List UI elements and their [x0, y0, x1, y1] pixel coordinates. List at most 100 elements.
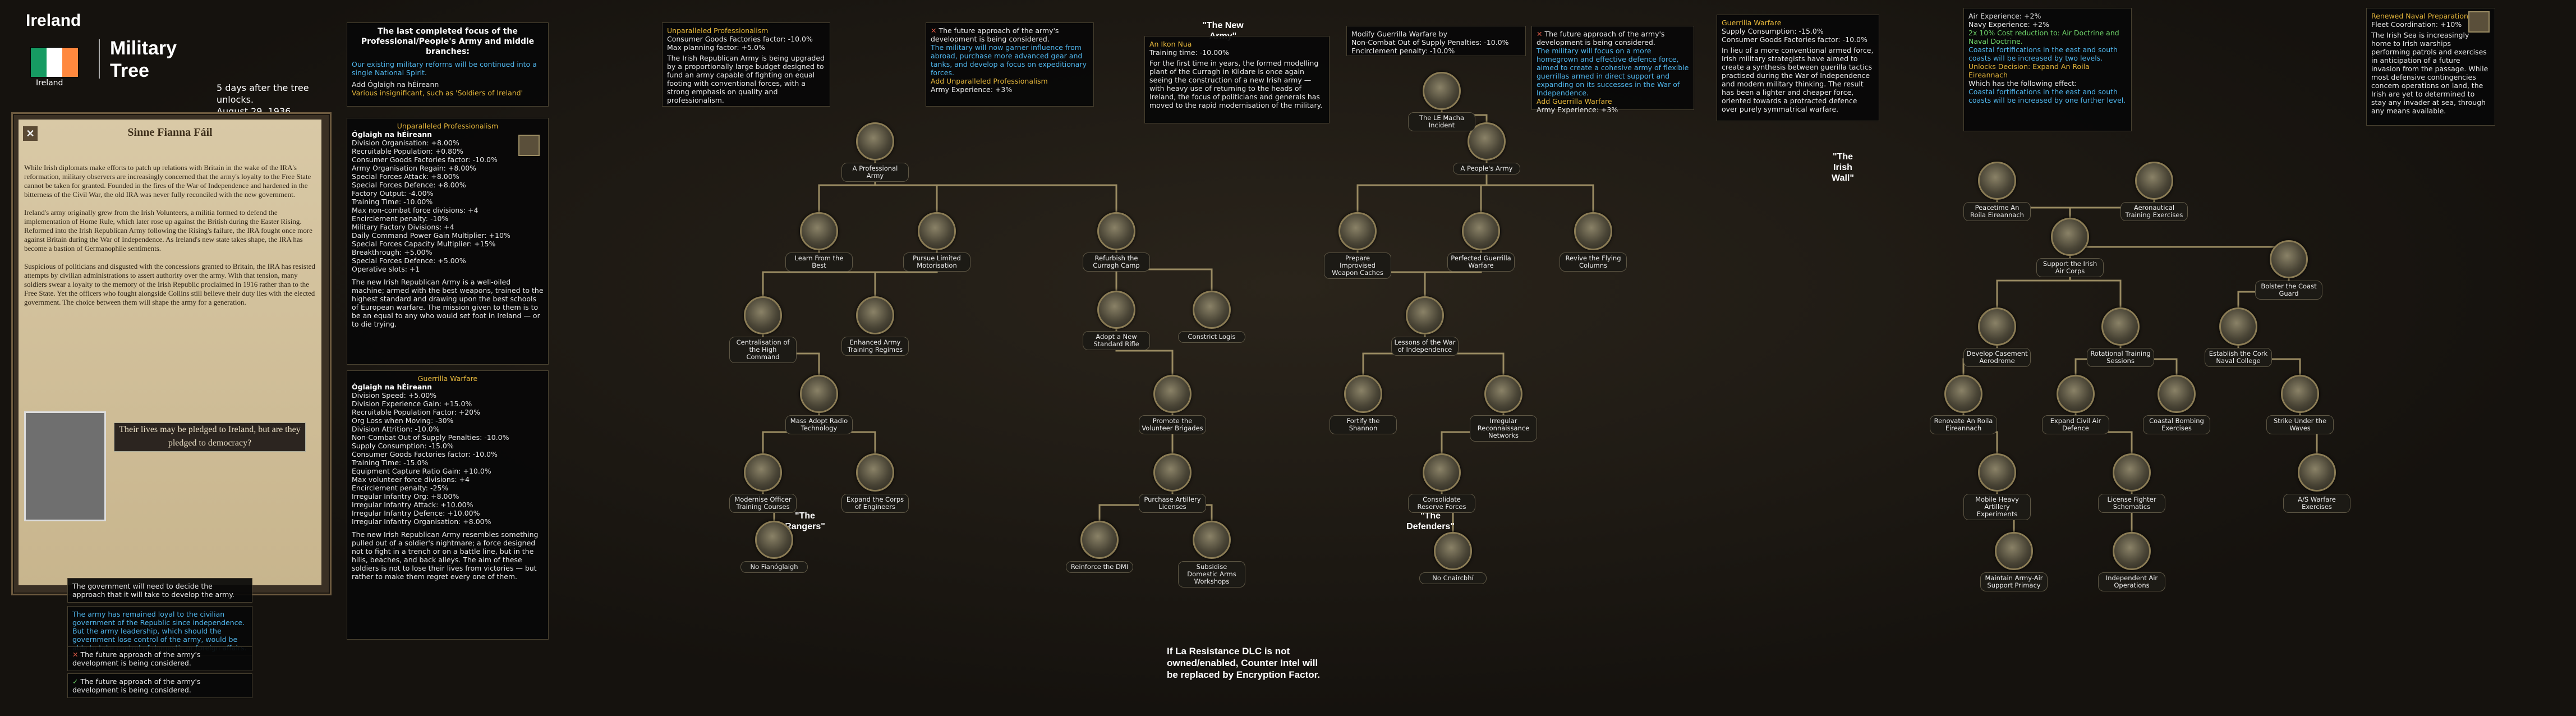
- close-icon[interactable]: ✕: [23, 126, 38, 141]
- bomber-icon: [2158, 375, 2196, 413]
- stat-line: Army Organisation Regain: +8.00%: [352, 164, 477, 172]
- header-divider: [99, 39, 100, 79]
- book-icon: [800, 212, 838, 250]
- focus-node[interactable]: Support the Irish Air Corps: [2036, 218, 2104, 277]
- focus-node[interactable]: No Fianóglaigh: [740, 521, 808, 573]
- stat-line: Supply Consumption: -15.0%: [352, 442, 454, 450]
- fort-icon: [1344, 375, 1382, 413]
- focus-label: Rotational Training Sessions: [2087, 348, 2154, 367]
- rifle-icon: [1097, 291, 1135, 329]
- officer-icon: [744, 453, 782, 492]
- focus-node[interactable]: Coastal Bombing Exercises: [2143, 375, 2210, 434]
- focus-label: Perfected Guerrilla Warfare: [1447, 253, 1515, 272]
- focus-node[interactable]: Prepare Improvised Weapon Caches: [1324, 212, 1391, 279]
- focus-node[interactable]: Pursue Limited Motorisation: [903, 212, 970, 272]
- spirit-emblem-icon: [518, 135, 540, 156]
- focus-node[interactable]: Enhanced Army Training Regimes: [841, 296, 909, 356]
- focus-node[interactable]: Peacetime An Roila Eireannach: [1963, 162, 2031, 221]
- focus-node[interactable]: Mobile Heavy Artillery Experiments: [1963, 453, 2031, 520]
- focus-label: Revive the Flying Columns: [1560, 253, 1627, 272]
- stat-line: Factory Output: -4.00%: [352, 189, 434, 198]
- box-unparalleled-l1: Consumer Goods Factories factor: -10.0%: [667, 35, 813, 43]
- focus-node[interactable]: Expand the Corps of Engineers: [841, 453, 909, 513]
- box-guerrilla-desc-l1: Supply Consumption: -15.0%: [1722, 27, 1824, 35]
- focus-node[interactable]: Constrict Logis: [1178, 291, 1245, 343]
- focus-label: Promote the Volunteer Brigades: [1139, 415, 1206, 434]
- flag-icon: [1406, 296, 1444, 334]
- event-text: While Irish diplomats make efforts to pa…: [24, 163, 315, 306]
- artillery-icon: [1153, 453, 1192, 492]
- gear-icon: [1193, 291, 1231, 329]
- stat-line: Max non-combat force divisions: +4: [352, 206, 479, 214]
- focus-node[interactable]: Maintain Army-Air Support Primacy: [1980, 532, 2048, 591]
- box-air-top-l5: Which has the following effect:: [1968, 79, 2077, 88]
- focus-node[interactable]: Aeronautical Training Exercises: [2120, 162, 2188, 221]
- focus-node[interactable]: Consolidate Reserve Forces: [1408, 453, 1475, 513]
- box-future-top: ✕ The future approach of the army's deve…: [926, 22, 1094, 107]
- focus-node[interactable]: Purchase Artillery Licenses: [1139, 453, 1206, 513]
- focus-label: Fortify the Shannon: [1330, 415, 1397, 434]
- focus-node[interactable]: A Professional Army: [841, 122, 909, 182]
- focus-summary-various: Various insignificant, such as 'Soldiers…: [352, 89, 523, 97]
- stat-line: Recruitable Population Factor: +20%: [352, 408, 480, 416]
- artillery-icon: [1978, 453, 2016, 492]
- plane-icon: [2135, 162, 2173, 200]
- focus-node[interactable]: Learn From the Best: [785, 212, 853, 272]
- focus-link: [874, 230, 938, 314]
- intel-icon: [1080, 521, 1119, 559]
- focus-node[interactable]: Fortify the Shannon: [1330, 375, 1397, 434]
- dlc-note: If La Resistance DLC is not owned/enable…: [1167, 646, 1321, 680]
- factory-icon: [1193, 521, 1231, 559]
- focus-node[interactable]: Strike Under the Waves: [2266, 375, 2334, 434]
- box-future-top-l2: Add Unparalleled Professionalism: [931, 77, 1048, 85]
- stat-line: Special Forces Attack: +8.00%: [352, 172, 459, 181]
- event-photo: [24, 411, 106, 521]
- plane-icon: [1978, 162, 2016, 200]
- focus-node[interactable]: Renovate An Roila Eireannach: [1930, 375, 1997, 434]
- focus-node[interactable]: Revive the Flying Columns: [1560, 212, 1627, 272]
- focus-node[interactable]: A People's Army: [1453, 122, 1520, 175]
- focus-label: Irregular Reconnaissance Networks: [1470, 415, 1537, 442]
- focus-node[interactable]: Centralisation of the High Command: [729, 296, 797, 363]
- engineer-icon: [856, 453, 894, 492]
- focus-node[interactable]: Rotational Training Sessions: [2087, 307, 2154, 367]
- stat-line: Non-Combat Out of Supply Penalties: -10.…: [352, 433, 509, 442]
- plane-icon: [2051, 218, 2089, 256]
- focus-node[interactable]: Perfected Guerrilla Warfare: [1447, 212, 1515, 272]
- focus-node[interactable]: Promote the Volunteer Brigades: [1139, 375, 1206, 434]
- focus-label: Refurbish the Curragh Camp: [1083, 253, 1150, 272]
- focus-node[interactable]: Bolster the Coast Guard: [2255, 240, 2322, 300]
- stat-line: Recruitable Population: +0.80%: [352, 147, 463, 155]
- focus-node[interactable]: Expand Civil Air Defence: [2042, 375, 2109, 434]
- focus-node[interactable]: Develop Casement Aerodrome: [1963, 307, 2031, 367]
- focus-node[interactable]: Lessons of the War of Independence: [1391, 296, 1459, 356]
- focus-label: Consolidate Reserve Forces: [1408, 494, 1475, 513]
- focus-node[interactable]: Modernise Officer Training Courses: [729, 453, 797, 513]
- focus-node[interactable]: Refurbish the Curragh Camp: [1083, 212, 1150, 272]
- focus-label: Centralisation of the High Command: [729, 337, 797, 363]
- focus-node[interactable]: A/S Warfare Exercises: [2283, 453, 2350, 513]
- truck-icon: [918, 212, 956, 250]
- radio-icon: [800, 375, 838, 413]
- focus-node[interactable]: Mass Adopt Radio Technology: [785, 375, 853, 434]
- stat-line: Special Forces Capacity Multiplier: +15%: [352, 240, 496, 248]
- focus-node[interactable]: Subsidise Domestic Arms Workshops: [1178, 521, 1245, 588]
- stat-line: Division Speed: +5.00%: [352, 391, 437, 400]
- rifle-icon: [856, 122, 894, 160]
- focus-label: Mobile Heavy Artillery Experiments: [1963, 494, 2031, 520]
- focus-node[interactable]: Adopt a New Standard Rifle: [1083, 291, 1150, 350]
- focus-node[interactable]: Independent Air Operations: [2098, 532, 2165, 591]
- box-guerrilla-top-l2: Encirclement penalty: -10.0%: [1351, 47, 1455, 55]
- helmet-icon: [1434, 532, 1472, 570]
- focus-node[interactable]: No Cnaircbhí: [1419, 532, 1487, 584]
- focus-node[interactable]: Establish the Cork Naval College: [2205, 307, 2272, 367]
- focus-label: Strike Under the Waves: [2266, 415, 2334, 434]
- focus-node[interactable]: The LE Macha Incident: [1408, 72, 1475, 131]
- focus-node[interactable]: Irregular Reconnaissance Networks: [1470, 375, 1537, 442]
- quote-defenders: "The Defenders": [1406, 511, 1455, 531]
- focus-node[interactable]: Reinforce the DMI: [1066, 521, 1133, 573]
- box-guerrilla-desc-title: Guerrilla Warfare: [1722, 19, 1782, 27]
- event-title: Sinne Fianna Fáil: [127, 126, 213, 139]
- focus-node[interactable]: License Fighter Schematics: [2098, 453, 2165, 513]
- stat-line: Division Attrition: -10.0%: [352, 425, 440, 433]
